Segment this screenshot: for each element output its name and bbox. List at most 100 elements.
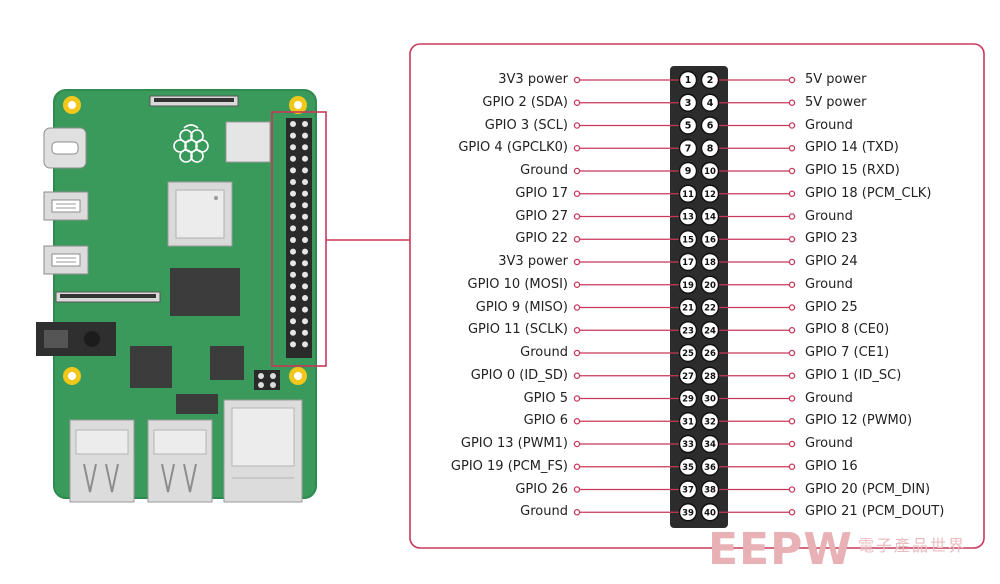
pin-circle [700,70,720,90]
leader-dot-right [788,508,796,516]
board-header-pin [290,248,296,255]
leader-dot-left [573,76,581,84]
pin-circle [678,412,698,431]
board-header-pin [290,237,296,243]
board-header-pin [290,295,296,301]
pin-label-right: GPIO 24 [805,254,858,269]
pin-number: 6 [707,121,714,132]
pin-label-right: GPIO 18 (PCM_CLK) [805,185,932,201]
leader-dot-right [788,395,796,402]
micro-hdmi-port-0 [43,191,89,221]
board-header-pin [290,260,296,267]
audio-jack [36,322,116,356]
pin-circle [678,434,698,454]
pin-number: 15 [682,235,694,245]
usb-port-pair-1 [69,419,135,503]
leader-dot-right [788,440,796,448]
pin-circle [700,139,720,158]
leader-dot-left [573,417,581,425]
gpio-highlight-box [271,111,327,367]
pin-label-right: GPIO 23 [805,231,858,247]
board-header-pin [290,306,296,313]
pin-number: 18 [704,258,716,268]
board-header-pin [290,271,296,278]
pin-circle [678,184,698,203]
leader-dot-right [788,99,796,107]
pin-circle [678,207,698,226]
board-header-pin [302,121,308,127]
pin-circle [700,457,720,476]
pin-label-right: Ground [805,276,853,292]
leader-dot-right [788,190,796,197]
pin-label-right: GPIO 25 [805,299,858,315]
board-header-pin [302,190,308,197]
pin-circle [678,298,698,317]
board-header-pin [290,167,296,174]
pin-number: 38 [704,486,716,496]
board-header-pin [302,283,308,290]
pin-label-left: 3V3 power [498,72,568,87]
pin-label-left: GPIO 4 (GPCLK0) [458,140,568,156]
leader-dot-right [788,486,796,493]
pin-label-right: GPIO 15 (RXD) [805,163,900,178]
pin-label-right: GPIO 8 (CE0) [805,322,890,338]
pin-circle [700,366,720,385]
pin-circle [700,480,720,499]
leader-dot-left [573,372,581,379]
pin-label-right: GPIO 14 (TXD) [805,140,899,156]
pin-label-left: 3V3 power [498,254,568,269]
board-header-pin [290,155,296,162]
pin-number: 40 [704,508,716,518]
pin-number: 1 [685,75,692,86]
pin-number: 14 [704,213,716,223]
pin-number: 34 [704,440,716,450]
pin-circle [700,434,720,454]
leader-dot-right [788,326,796,334]
pin-circle [678,230,698,249]
pin-number: 31 [682,417,694,427]
leader-dot-right [788,281,796,288]
pin-label-right: 5V power [805,72,867,87]
pin-label-left: GPIO 27 [515,208,568,224]
leader-dot-right [788,463,796,470]
leader-dot-right [788,417,796,425]
board-header-pin [302,260,308,267]
pin-number: 19 [682,281,694,291]
soc-chip [167,181,233,247]
leader-dot-right [788,372,796,379]
watermark-logo: EEPW [708,524,853,575]
board-header-pin [302,144,308,151]
pin-label-right: GPIO 20 (PCM_DIN) [805,481,931,497]
board-header-pin [302,167,308,174]
leader-dot-left [573,486,581,493]
pin-circle [678,93,698,112]
pin-number: 27 [682,372,694,382]
board-header-pin [302,202,308,209]
pin-number: 21 [682,304,694,314]
pin-number: 39 [682,508,694,518]
gpio-header-board [286,118,312,358]
pin-number: 26 [704,349,716,359]
pin-circle [700,252,720,272]
ethernet-port [223,399,303,503]
board-header-pin [290,179,296,185]
pin-label-right: GPIO 21 (PCM_DOUT) [805,504,945,520]
pin-circle [678,480,698,499]
leader-dot-left [573,167,581,175]
pin-circle [700,230,720,249]
pin-circle [700,389,720,408]
board-header-pin [290,318,296,325]
board-header-pin [302,248,308,255]
pin-number: 25 [682,349,694,359]
pin-label-left: GPIO 13 (PWM1) [460,436,568,451]
